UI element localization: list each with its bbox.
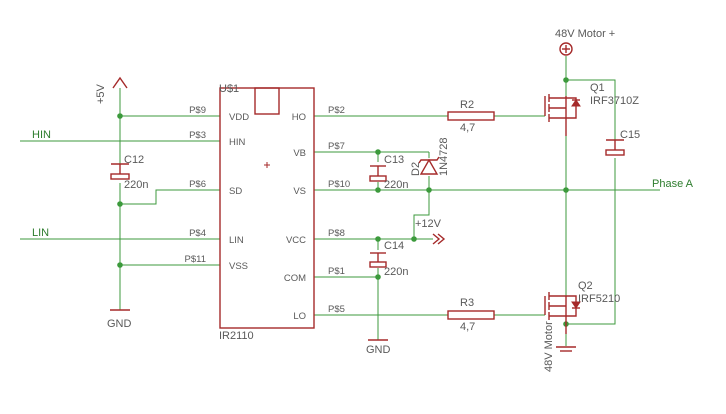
ic-value: IR2110 bbox=[219, 330, 254, 342]
pin-vs: VS bbox=[293, 186, 306, 197]
c14-value: 220n bbox=[384, 266, 408, 278]
pin-ho: HO bbox=[292, 112, 306, 123]
pin-vcc: VCC bbox=[286, 235, 306, 246]
pin-vdd: VDD bbox=[229, 112, 249, 123]
r3-value: 4,7 bbox=[460, 321, 475, 333]
capacitor-c13[interactable]: C13 220n bbox=[369, 154, 408, 191]
q2-name: Q2 bbox=[578, 280, 593, 292]
supply-12v: +12V bbox=[415, 218, 446, 245]
gnd-label-mid: GND bbox=[366, 344, 391, 356]
r3-name: R3 bbox=[460, 297, 474, 309]
mosfet-q1[interactable]: Q1 IRF3710Z bbox=[544, 82, 639, 136]
c13-name: C13 bbox=[384, 154, 404, 166]
pad-p6: P$6 bbox=[189, 179, 206, 190]
junction-dot bbox=[411, 236, 417, 242]
pin-sd: SD bbox=[229, 186, 242, 197]
capacitor-c12[interactable]: C12 220n bbox=[110, 154, 148, 191]
junction-dot bbox=[426, 187, 432, 193]
junction-dot bbox=[563, 77, 569, 83]
pad-p3: P$3 bbox=[189, 130, 206, 141]
net-hin: HIN bbox=[32, 129, 51, 141]
pad-p5: P$5 bbox=[328, 304, 345, 315]
pin-hin: HIN bbox=[229, 137, 246, 148]
q2-value: IRF5210 bbox=[578, 293, 620, 305]
pad-p4: P$4 bbox=[189, 228, 206, 239]
pad-p11: P$11 bbox=[185, 254, 206, 265]
q1-name: Q1 bbox=[590, 82, 605, 94]
c13-value: 220n bbox=[384, 179, 408, 191]
q1-value: IRF3710Z bbox=[590, 95, 639, 107]
motor-neg-label: 48V Motor bbox=[543, 321, 555, 372]
wires bbox=[20, 56, 660, 346]
supply-48v-motor-neg: 48V Motor bbox=[543, 321, 576, 372]
pad-p9: P$9 bbox=[189, 105, 206, 116]
junction-dot bbox=[117, 113, 123, 119]
supply-12v-label: +12V bbox=[415, 218, 442, 230]
mosfet-q2[interactable]: Q2 IRF5210 bbox=[544, 280, 620, 334]
motor-pos-label: 48V Motor + bbox=[555, 28, 615, 40]
supply-5v: +5V bbox=[95, 76, 128, 104]
pad-p2: P$2 bbox=[328, 105, 345, 116]
pad-p8: P$8 bbox=[328, 228, 345, 239]
pin-vss: VSS bbox=[229, 261, 248, 272]
junction-dot bbox=[117, 262, 123, 268]
pad-p10: P$10 bbox=[328, 179, 350, 190]
supply-48v-motor-pos: 48V Motor + bbox=[555, 28, 615, 56]
c12-name: C12 bbox=[124, 154, 144, 166]
junction-dot bbox=[375, 236, 381, 242]
r2-name: R2 bbox=[460, 99, 474, 111]
r2-value: 4,7 bbox=[460, 122, 475, 134]
pad-p1: P$1 bbox=[328, 266, 345, 277]
pin-lin: LIN bbox=[229, 235, 244, 246]
junction-dot bbox=[375, 274, 381, 280]
capacitor-c15[interactable]: C15 bbox=[605, 129, 640, 156]
junction-dot bbox=[563, 187, 569, 193]
d2-value: 1N4728 bbox=[438, 137, 450, 176]
net-phase-a: Phase A bbox=[652, 178, 694, 190]
c14-name: C14 bbox=[384, 240, 404, 252]
c15-name: C15 bbox=[620, 129, 640, 141]
d2-name: D2 bbox=[410, 162, 422, 176]
pin-vb: VB bbox=[293, 148, 306, 159]
capacitor-c14[interactable]: C14 220n bbox=[369, 240, 408, 278]
gnd-symbol-left: GND bbox=[107, 309, 132, 330]
supply-5v-label: +5V bbox=[95, 83, 107, 104]
junctions bbox=[117, 77, 569, 327]
gnd-symbol-mid: GND bbox=[366, 339, 391, 356]
net-lin: LIN bbox=[32, 227, 49, 239]
ic-name: U$1 bbox=[219, 83, 239, 95]
junction-dot bbox=[375, 187, 381, 193]
resistor-r2[interactable]: R2 4,7 bbox=[447, 99, 495, 134]
pin-com: COM bbox=[284, 273, 306, 284]
ic-ir2110[interactable]: U$1 IR2110 VDD HIN SD LIN VSS HO VB VS V… bbox=[185, 83, 351, 342]
pin-lo: LO bbox=[293, 311, 306, 322]
junction-dot bbox=[375, 149, 381, 155]
gnd-label-left: GND bbox=[107, 318, 132, 330]
junction-dot bbox=[117, 201, 123, 207]
zener-diode-d2[interactable]: D2 1N4728 bbox=[410, 137, 450, 176]
resistor-r3[interactable]: R3 4,7 bbox=[447, 297, 495, 333]
pad-p7: P$7 bbox=[328, 141, 345, 152]
c12-value: 220n bbox=[124, 179, 148, 191]
